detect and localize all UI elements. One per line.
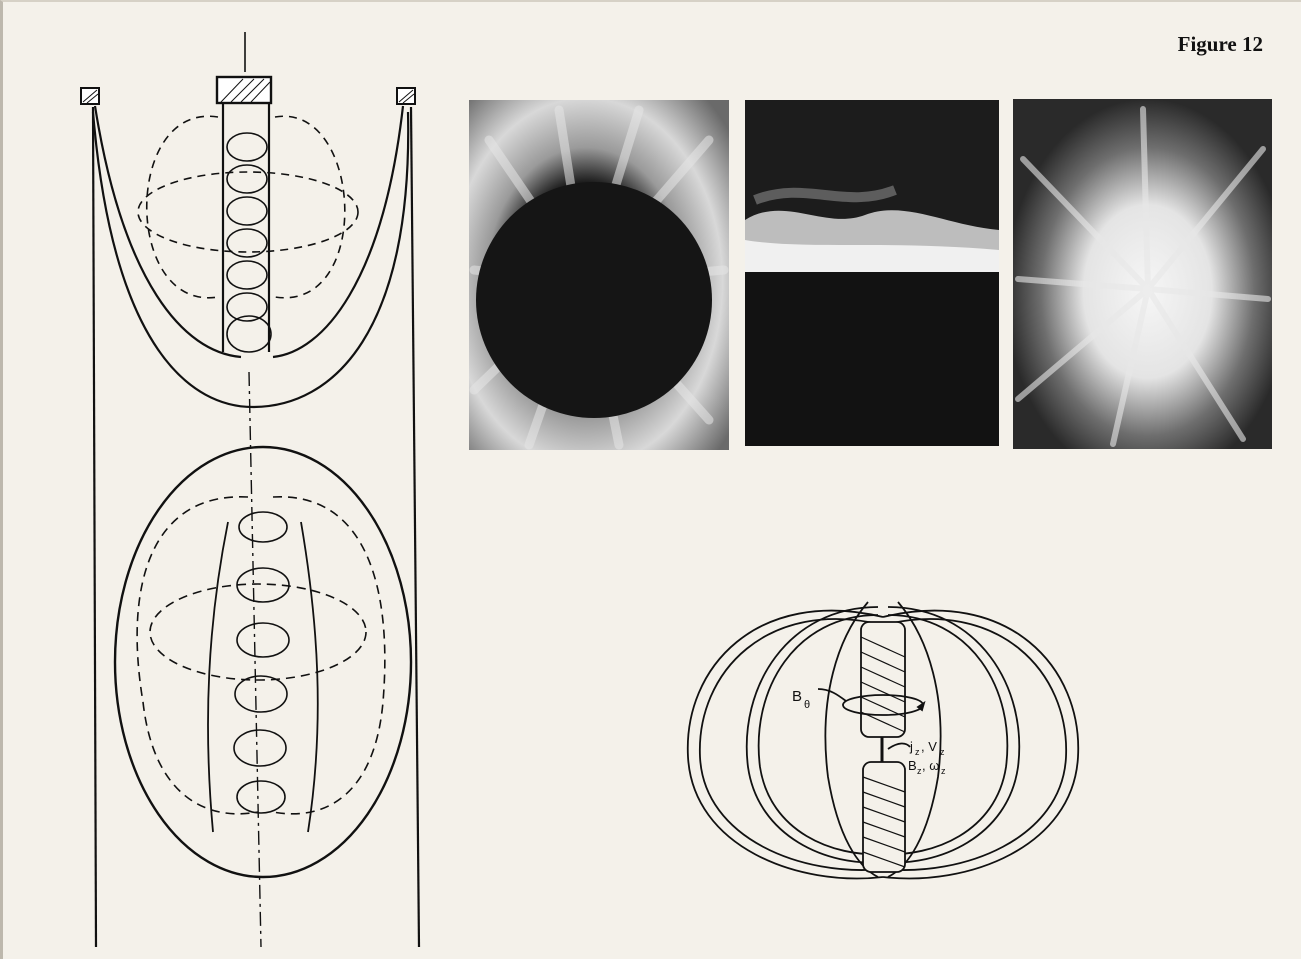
svg-text:z: z: [940, 747, 945, 757]
photo-radial-dark-center: [469, 100, 729, 450]
flux-rope-vortex-diagram: B θ j z , V z B z , ω z: [678, 577, 1088, 907]
upper-field-loops: [138, 116, 358, 298]
photo-radial-bright-center: [1013, 99, 1272, 449]
left-wall-line: [93, 107, 96, 947]
plasma-schematic-diagram: [63, 22, 443, 957]
upper-helix-coils: [227, 133, 271, 352]
photo-horizontal-discharge: [745, 100, 999, 446]
vz-label: , V: [921, 739, 937, 754]
b-theta-subscript: θ: [804, 699, 810, 711]
omega-z-label: , ω: [922, 758, 939, 773]
right-wall-line: [411, 107, 419, 947]
upper-outer-envelope: [93, 112, 408, 407]
figure-label: Figure 12: [1178, 32, 1263, 57]
jz-label: j: [909, 739, 913, 754]
b-theta-label: B: [792, 688, 802, 705]
svg-text:z: z: [915, 747, 920, 757]
lower-helix-coils: [234, 512, 289, 813]
upper-left-sheath: [95, 106, 241, 357]
bz-label: B: [908, 758, 917, 773]
svg-text:z: z: [941, 766, 946, 776]
